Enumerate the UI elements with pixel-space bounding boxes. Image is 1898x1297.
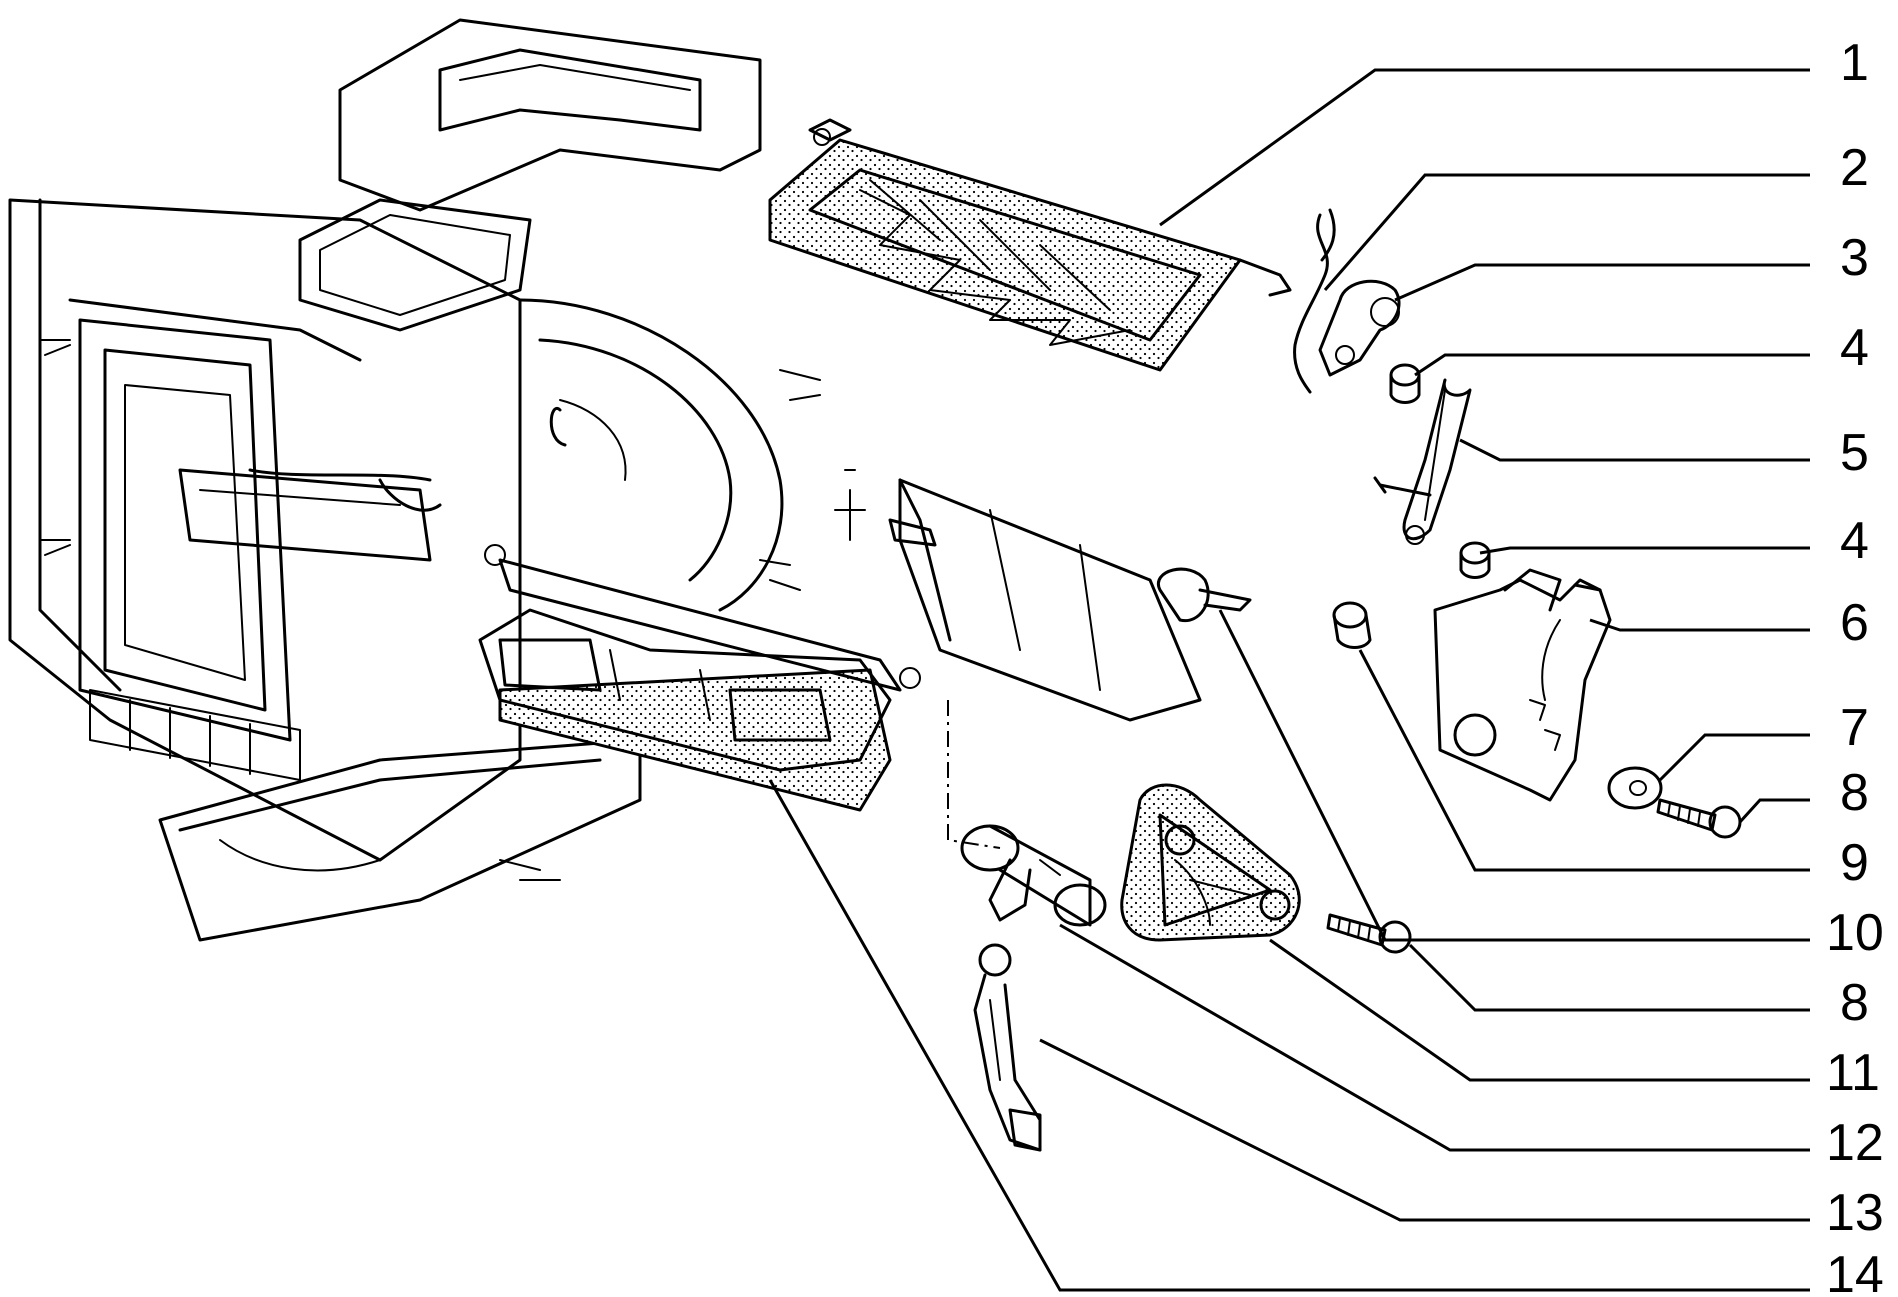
part-11-cover-plate xyxy=(1120,783,1301,942)
callout-8: 8 xyxy=(1840,764,1869,822)
heater-housing xyxy=(8,18,821,942)
callout-6: 6 xyxy=(1840,594,1869,652)
part-6-actuator xyxy=(1433,568,1612,802)
callout-5: 5 xyxy=(1840,424,1869,482)
callout-8b: 8 xyxy=(1840,974,1869,1032)
callout-1: 1 xyxy=(1840,34,1869,92)
part-1-air-flap xyxy=(768,118,1292,372)
alignment-line xyxy=(947,700,1001,849)
leader-lines xyxy=(768,68,1810,1292)
part-8-screw-lower xyxy=(1326,913,1412,954)
callout-10: 10 xyxy=(1826,904,1884,962)
part-10-air-flap xyxy=(834,469,1252,722)
callout-2: 2 xyxy=(1840,139,1869,197)
part-9-cap xyxy=(1332,601,1372,649)
callout-labels: 1 2 3 4 5 4 6 7 8 9 10 8 11 12 13 14 xyxy=(1826,34,1884,1297)
part-4-bushing-lower xyxy=(1459,541,1491,579)
part-8-screw-upper xyxy=(1656,798,1742,839)
part-14-air-flap xyxy=(478,544,921,812)
callout-14: 14 xyxy=(1826,1246,1884,1297)
part-5-control-rod xyxy=(1373,378,1472,545)
callout-4b: 4 xyxy=(1840,512,1869,570)
part-7-washer xyxy=(1607,766,1663,810)
callout-4: 4 xyxy=(1840,319,1869,377)
part-13-lever-arm xyxy=(973,943,1042,1152)
callout-9: 9 xyxy=(1840,834,1869,892)
callout-12: 12 xyxy=(1826,1114,1884,1172)
callout-7: 7 xyxy=(1840,699,1869,757)
part-4-bushing-upper xyxy=(1389,363,1421,404)
part-12-pivot xyxy=(960,824,1107,927)
callout-11: 11 xyxy=(1826,1044,1880,1102)
part-3-lever xyxy=(1318,279,1401,377)
part-2-spring xyxy=(1293,208,1336,394)
callout-13: 13 xyxy=(1826,1184,1884,1242)
callout-3: 3 xyxy=(1840,229,1869,287)
